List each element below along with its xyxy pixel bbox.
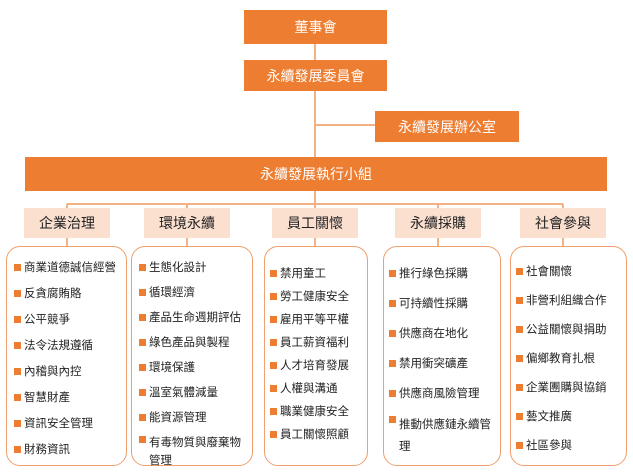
list-item: 偏鄉教育扎根 [515, 352, 626, 365]
employee-panel: 禁用童工 勞工健康安全 雇用平等平權 員工薪資福利 人才培育發展 人權與溝通 職… [264, 246, 368, 466]
list-item: 禁用童工 [269, 267, 367, 280]
list-item: 供應商風險管理 [388, 387, 498, 400]
list-item: 企業團購與協銷 [515, 381, 626, 394]
list-item: 產品生命週期評估 [138, 311, 250, 324]
list-item: 人才培育發展 [269, 359, 367, 372]
list-item: 溫室氣體減量 [138, 386, 250, 399]
committee-label: 永續發展委員會 [266, 68, 365, 85]
list-item: 有毒物質與廢棄物管理 [138, 433, 247, 469]
list-item: 社區參與 [515, 439, 626, 452]
list-item: 智慧財產 [13, 391, 126, 404]
committee-box: 永續發展委員會 [244, 60, 387, 91]
list-item: 非營利組織合作 [515, 294, 626, 307]
category-title: 環境永續 [159, 216, 215, 232]
category-title: 企業治理 [39, 216, 95, 232]
list-item: 推行綠色採購 [388, 267, 498, 280]
list-item: 員工關懷照顧 [269, 428, 367, 441]
category-title: 社會參與 [535, 216, 591, 232]
social-panel: 社會關懷 非營利組織合作 公益關懷與捐助 偏鄉教育扎根 企業團購與協銷 藝文推廣… [510, 246, 627, 466]
list-item: 循環經濟 [138, 286, 250, 299]
list-item: 禁用衝突礦產 [388, 357, 498, 370]
list-item: 反貪腐賄賂 [13, 287, 126, 300]
list-item: 公平競爭 [13, 313, 126, 326]
list-item: 內稽與內控 [13, 365, 126, 378]
governance-panel: 商業道德誠信經營 反貪腐賄賂 公平競爭 法令法規遵循 內稽與內控 智慧財產 資訊… [6, 246, 127, 466]
category-header-employee: 員工關懷 [272, 208, 358, 238]
office-box: 永續發展辦公室 [375, 111, 519, 142]
category-header-social: 社會參與 [520, 208, 606, 238]
category-title: 員工關懷 [287, 216, 343, 232]
list-item: 推動供應鏈永續管理 [388, 413, 491, 457]
list-item: 藝文推廣 [515, 410, 626, 423]
list-item: 綠色產品與製程 [138, 336, 250, 349]
list-item: 人權與溝通 [269, 382, 367, 395]
list-item: 勞工健康安全 [269, 290, 367, 303]
list-item: 供應商在地化 [388, 327, 498, 340]
procurement-panel: 推行綠色採購 可持續性採購 供應商在地化 禁用衝突礦產 供應商風險管理 推動供應… [383, 246, 501, 466]
list-item: 員工薪資福利 [269, 336, 367, 349]
category-header-procurement: 永續採購 [395, 208, 481, 238]
list-item: 財務資訊 [13, 443, 126, 456]
list-item: 社會關懷 [515, 265, 626, 278]
list-item: 可持續性採購 [388, 297, 498, 310]
list-item: 法令法規遵循 [13, 339, 126, 352]
list-item: 雇用平等平權 [269, 313, 367, 326]
list-item: 商業道德誠信經營 [13, 261, 126, 274]
list-item: 能資源管理 [138, 411, 250, 424]
executive-group-box: 永續發展執行小組 [25, 157, 607, 191]
board-label: 董事會 [294, 20, 337, 36]
category-header-environment: 環境永續 [144, 208, 230, 238]
list-item: 公益關懷與捐助 [515, 323, 626, 336]
list-item: 職業健康安全 [269, 405, 367, 418]
executive-group-label: 永續發展執行小組 [260, 167, 372, 183]
board-box: 董事會 [244, 10, 387, 44]
environment-panel: 生態化設計 循環經濟 產品生命週期評估 綠色產品與製程 環境保護 溫室氣體減量 … [131, 246, 253, 469]
category-header-governance: 企業治理 [24, 208, 110, 238]
list-item: 環境保護 [138, 361, 250, 374]
list-item: 生態化設計 [138, 261, 250, 274]
category-title: 永續採購 [410, 216, 466, 232]
office-label: 永續發展辦公室 [398, 119, 496, 136]
list-item: 資訊安全管理 [13, 417, 126, 430]
